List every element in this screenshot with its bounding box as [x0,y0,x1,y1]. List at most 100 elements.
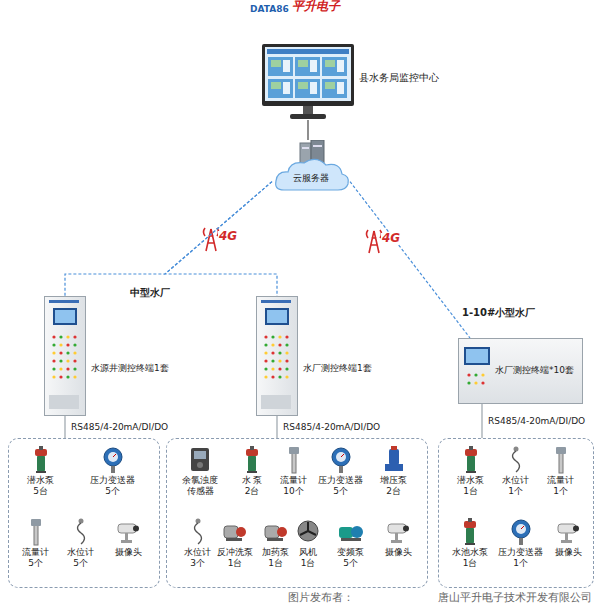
device-icon [457,518,483,546]
drawing-part [271,359,274,362]
device-group: 余氯浊度 传感器水 泵2台流量计10个压力变送器5个增压泵2台水位计3个反冲洗泵… [166,438,428,588]
cabinet-panel [257,297,297,415]
drawing-part [35,449,47,456]
drawing-part [78,519,83,524]
device-icon [68,518,94,546]
drawing-part [285,359,288,362]
device-count: 1台 [295,558,321,569]
drawing-part [264,343,267,346]
device-icon [458,446,484,474]
drawing-part [271,82,281,89]
device-name: 水 泵 [239,475,265,486]
device-group: 潜水泵1台水位计1个流量计1个水池水泵1台压力变送器1个摄像头 [438,438,594,588]
drawing-part [271,351,274,354]
signal-label: RS485/4-20mA/DI/DO [70,422,169,433]
drawing-part [290,114,326,119]
drawing-part [66,367,69,370]
site-heading: 中型水厂 [130,287,170,298]
drawing-part [66,335,69,338]
drawing-part [52,367,55,370]
drawing-part [59,343,62,346]
device-item: 流量计1个 [547,446,574,497]
site-heading: 1-10#小型水厂 [462,307,535,318]
device-name: 流量计 [280,475,307,486]
watermark: 图片发布者： [288,591,354,604]
monitor-screen [262,44,354,120]
drawing-part [271,375,274,378]
drawing-part [325,60,335,67]
cabinet-label: 水厂测控终端*10套 [495,365,574,376]
device-icon [556,518,582,546]
drawing-part [481,373,484,376]
device-count: 5个 [67,558,94,569]
drawing-part [271,343,274,346]
device-icon [185,518,211,546]
drawing-part [466,527,474,544]
drawing-part [125,533,128,540]
drawing-part [31,519,41,526]
device-name: 水位计 [184,547,211,558]
drawing-part [519,538,523,545]
drawing-part [512,520,530,538]
drawing-part [55,310,75,323]
drawing-part [248,455,256,472]
cabinet-label: 水厂测控终端1套 [303,363,372,374]
drawing-part [469,446,473,450]
device-item: 流量计5个 [22,518,49,569]
cabinet-panel [464,347,492,393]
drawing-part [34,524,38,545]
control-cabinet: 水厂测控终端1套 [256,296,298,416]
drawing-part [559,452,563,473]
cloud-server: 云服务器 [272,140,350,192]
device-icon [548,446,574,474]
device-item: 摄像头 [555,518,582,558]
device-name: 摄像头 [555,547,582,558]
drawing-part [313,145,322,147]
drawing-part [261,395,291,409]
drawing-part [265,526,279,538]
drawing-part [262,44,354,106]
drawing-part [59,335,62,338]
drawing-part [516,524,526,534]
device-icon [503,446,529,474]
drawing-part [565,533,568,540]
device-item: 水池水泵1台 [452,518,488,569]
drawing-part [385,464,403,471]
cabinet-label: 水源井测控终端1套 [91,363,169,374]
drawing-part [73,375,76,378]
device-name: 增压泵 [380,475,407,486]
drawing-part [285,335,288,338]
drawing-part [465,449,477,456]
drawing-part [391,540,402,543]
drawing-part [341,454,344,457]
antenna-icon [367,230,382,253]
device-count: 3个 [184,558,211,569]
drawing-part [465,543,475,545]
drawing-part [267,310,287,323]
drawing-part [466,349,488,363]
device-count: 5个 [22,558,49,569]
drawing-part [268,57,293,76]
drawing-part [341,538,361,541]
drawing-part [351,526,363,538]
device-count: 1个 [547,486,574,497]
drawing-part [267,49,349,54]
device-name: 摄像头 [385,547,412,558]
device-icon [508,518,534,546]
drawing-part [298,82,308,89]
control-cabinet: 水源井测控终端1套 [44,296,86,416]
device-name: 反冲洗泵 [217,547,253,558]
drawing-part [195,519,200,524]
drawing-part [573,526,579,532]
drawing-part [73,351,76,354]
monitor-node: 县水务局监控中心 [262,44,354,120]
device-item: 潜水泵5台 [27,446,54,497]
drawing-part [194,523,201,544]
drawing-part [278,335,281,338]
device-count: 1台 [457,486,484,497]
drawing-part [268,79,293,98]
drawing-part [264,375,267,378]
drawing-part [467,455,475,472]
